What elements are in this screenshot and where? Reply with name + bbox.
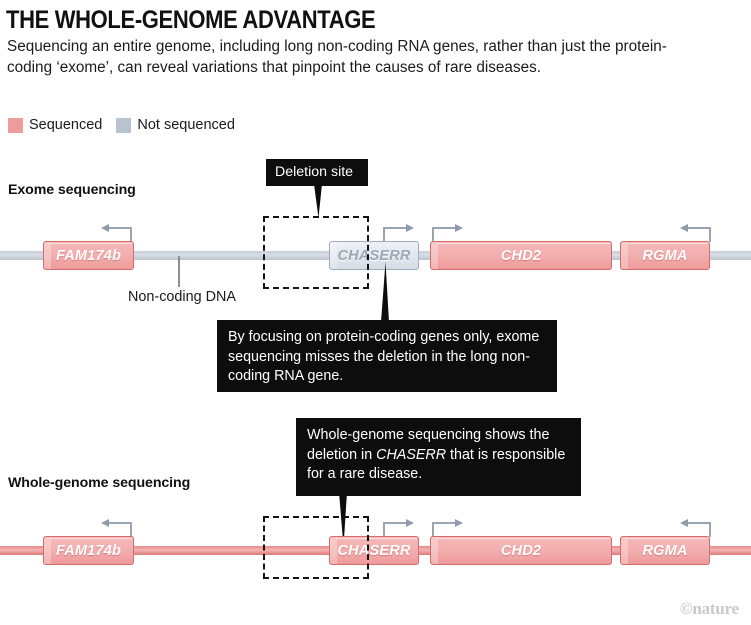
callout-exome-explanation: By focusing on protein-coding genes only… xyxy=(217,320,557,392)
callout-wgs-text-part2: that is responsible for a rare disease. xyxy=(307,446,566,483)
track-whole-genome-sequencing: FAM174b CHASERR CHD2 RGMA xyxy=(0,519,751,580)
non-coding-dna-leader-line xyxy=(178,256,180,287)
callout-wgs-gene-name: CHASERR xyxy=(376,446,447,463)
callout-deletion-site: Deletion site xyxy=(266,159,368,186)
tss-arrow-left-fam174b-wgs xyxy=(100,519,134,538)
deletion-region-whole-genome xyxy=(263,516,369,579)
needle-deletion-site xyxy=(311,184,325,218)
needle-whole-genome-callout xyxy=(336,492,350,547)
tss-arrow-right-chd2-exome xyxy=(430,224,464,243)
gene-box-chd2-wgs[interactable]: CHD2 xyxy=(430,536,612,565)
gene-box-rgma-wgs[interactable]: RGMA xyxy=(620,536,710,565)
gene-box-chd2-exome[interactable]: CHD2 xyxy=(430,241,612,270)
tss-arrow-left-fam174b-exome xyxy=(100,224,134,243)
non-coding-dna-label: Non-coding DNA xyxy=(128,289,236,305)
nature-credit-logo: ©nature xyxy=(679,599,739,618)
gene-box-chaserr-wgs[interactable]: CHASERR xyxy=(329,536,419,565)
tss-arrow-left-rgma-wgs xyxy=(679,519,713,538)
track-exome-sequencing: FAM174b CHASERR CHD2 RGMA xyxy=(0,224,751,285)
page-standfirst: Sequencing an entire genome, including l… xyxy=(7,38,667,76)
gene-box-fam174b-exome[interactable]: FAM174b xyxy=(43,241,134,270)
tss-arrow-right-chd2-wgs xyxy=(430,519,464,538)
gene-box-chaserr-exome[interactable]: CHASERR xyxy=(329,241,419,270)
tss-arrow-left-rgma-exome xyxy=(679,224,713,243)
legend-swatch-sequenced xyxy=(8,117,23,133)
legend-swatch-not-sequenced xyxy=(116,117,132,133)
gene-box-fam174b-wgs[interactable]: FAM174b xyxy=(43,536,134,565)
legend-item-sequenced: Sequenced xyxy=(8,117,102,133)
page-title: THE WHOLE-GENOME ADVANTAGE xyxy=(6,6,376,34)
callout-wgs-text-part1: Whole-genome sequencing shows the deleti… xyxy=(307,427,550,463)
tss-arrow-right-chaserr-exome xyxy=(381,224,415,243)
section-label-whole-genome: Whole-genome sequencing xyxy=(8,475,191,491)
needle-exome-callout xyxy=(378,262,392,322)
callout-whole-genome-explanation: Whole-genome sequencing shows the deleti… xyxy=(296,418,581,496)
legend-label-not-sequenced: Not sequenced xyxy=(137,117,235,133)
tss-arrow-right-chaserr-wgs xyxy=(381,519,415,538)
legend-item-not-sequenced: Not sequenced xyxy=(116,117,235,133)
deletion-region-exome xyxy=(263,216,369,289)
legend: Sequenced Not sequenced xyxy=(8,117,235,133)
gene-box-rgma-exome[interactable]: RGMA xyxy=(620,241,710,270)
legend-label-sequenced: Sequenced xyxy=(29,117,103,133)
section-label-exome: Exome sequencing xyxy=(8,182,136,198)
